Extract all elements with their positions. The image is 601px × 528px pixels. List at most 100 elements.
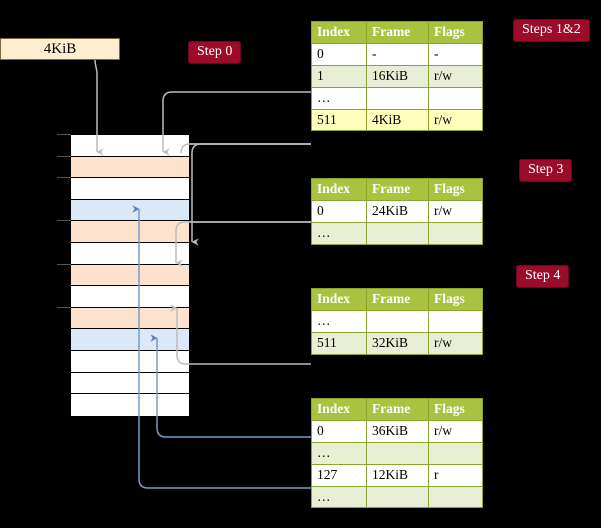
memory-frame-row [71,199,189,222]
table-cell: 511 [311,331,367,355]
memory-frame-row [57,155,189,179]
table-cell: … [311,86,367,110]
table-cell [366,441,429,465]
column-header-frame: Frame [366,21,429,44]
table-cell: … [311,221,367,245]
table-cell [428,86,483,110]
step-label-step4: Step 4 [516,265,570,288]
conn-table1-row511-to-memory [191,143,311,246]
conn-table2-row0-to-memory [175,221,311,267]
table-row: … [311,485,483,509]
column-header-index: Index [311,398,367,421]
table-cell: 16KiB [366,64,429,88]
frame-size-box: 4KiB [0,38,120,60]
memory-frame-row [57,177,189,200]
memory-frame-row [71,372,189,395]
memory-frame-row [57,263,189,287]
column-header-frame: Frame [366,288,429,311]
table-cell: 0 [311,419,367,443]
table-cell: r/w [428,108,483,132]
column-header-flags: Flags [428,21,483,44]
memory-frame-row [71,286,189,308]
table-row: … [311,86,483,110]
memory-frame-row [71,394,189,416]
table-row: … [311,221,483,245]
memory-row-tick [57,155,71,157]
frame-size-label: 4KiB [43,40,77,57]
memory-frame-row [71,242,189,265]
step-label-step0: Step 0 [188,41,242,64]
table-cell: … [311,485,367,509]
table-cell: 36KiB [366,419,429,443]
table-cell: 127 [311,463,367,487]
step-label-text: Step 4 [525,268,561,283]
table-cell: … [311,309,367,333]
column-header-frame: Frame [366,178,429,201]
memory-row-tick [57,177,71,179]
memory-frame-row [57,134,189,157]
column-header-index: Index [311,178,367,201]
memory-frame-row [57,306,189,330]
step-label-steps12: Steps 1&2 [513,19,590,42]
column-header-index: Index [311,288,367,311]
table-cell: … [311,441,367,465]
column-header-flags: Flags [428,178,483,201]
step-label-text: Steps 1&2 [522,22,581,37]
table-cell [428,485,483,509]
step-label-step3: Step 3 [519,159,573,182]
table-cell: r/w [428,419,483,443]
physical-memory-column [57,134,190,416]
memory-row-tick [57,306,71,308]
table-cell [428,309,483,333]
table-cell: 0 [311,42,367,66]
column-header-flags: Flags [428,288,483,311]
table-cell: r/w [428,199,483,223]
memory-frame-row [71,329,189,351]
table-cell: 4KiB [366,108,429,132]
memory-row-tick [57,134,71,135]
table-cell [366,86,429,110]
table-cell [428,221,483,245]
table-cell: r/w [428,331,483,355]
table-row: … [311,309,483,333]
table-cell [366,221,429,245]
table-cell: 511 [311,108,367,132]
memory-frame-row [57,220,189,243]
table-cell: 24KiB [366,199,429,223]
memory-row-tick [57,263,71,265]
table-cell: r/w [428,64,483,88]
table-cell [366,309,429,333]
table-cell: - [428,42,483,66]
memory-frame-row [71,350,189,373]
table-cell: 1 [311,64,367,88]
column-header-flags: Flags [428,398,483,421]
table-cell [428,441,483,465]
table-cell: r [428,463,483,487]
table-cell: 12KiB [366,463,429,487]
step-label-text: Step 0 [197,44,233,59]
conn-memory-to-table1-row511 [180,143,311,154]
table-cell: 0 [311,199,367,223]
table-cell: - [366,42,429,66]
table-cell: 32KiB [366,331,429,355]
column-header-frame: Frame [366,398,429,421]
step-label-text: Step 3 [528,162,564,177]
column-header-index: Index [311,21,367,44]
memory-row-tick [57,220,71,222]
table-row: 0-- [311,42,483,66]
